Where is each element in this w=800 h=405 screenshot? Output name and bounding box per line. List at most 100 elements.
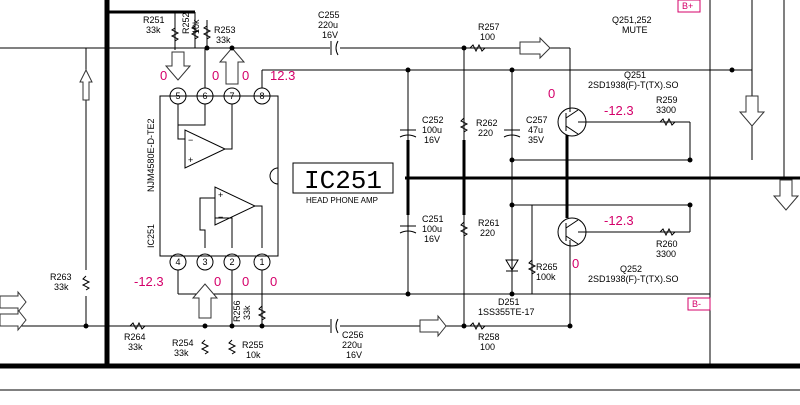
opamp-b-symbol [214,186,257,226]
c252-ref: C252 [422,115,444,125]
c255-ref: C255 [318,10,340,20]
r259-value: 3300 [656,105,676,115]
arrow-down-pin5 [164,51,192,81]
c251-ref: C251 [422,214,444,224]
ic-part-number: NJM4580E-D-TE2 [146,118,156,192]
r257-ref: R257 [478,22,500,32]
q252-symbol [557,217,587,247]
r260-symbol [659,227,676,237]
r254-value: 33k [174,348,189,358]
r265-ref: R265 [536,262,558,272]
r251-value: 33k [146,25,161,35]
arrow-up-pin7 [218,47,246,85]
opamp-b-minus: − [218,212,223,222]
voltage-pin7: 0 [242,68,249,83]
arrow-up-pin3 [191,283,219,319]
pin-4-label: 4 [175,257,180,267]
c256-value: 220u [342,340,362,350]
r251-ref: R251 [143,15,165,25]
r252-ref: R252 [181,12,191,34]
q251-ref: Q251 [624,70,646,80]
pin-3-label: 3 [202,257,207,267]
arrow-up-left [79,68,93,101]
arrow-left-2 [0,308,27,332]
wire-pin5 [177,104,185,140]
r260-value: 3300 [656,249,676,259]
b-minus-tag: B- [692,299,701,309]
c251-voltage: 16V [424,234,440,244]
opamp-b-plus: + [218,190,223,200]
r263-symbol [81,275,91,291]
r256-symbol [257,305,267,321]
ic251-notch [269,167,279,185]
voltage-q252-emitter: 0 [572,256,579,271]
r261-symbol [459,221,469,237]
c257-value: 47u [528,125,543,135]
r264-symbol [129,321,146,331]
ic251-function-label: HEAD PHONE AMP [306,196,378,205]
opamp-a-minus: − [188,135,193,145]
c256-voltage: 16V [346,350,362,360]
opamp-a-symbol [184,129,227,169]
voltage-pin3: 0 [214,274,221,289]
c255-voltage: 16V [322,30,338,40]
c257-voltage: 35V [528,135,544,145]
component-labels: R251 33k R252 10k R253 33k C255 220u 16V… [50,10,679,360]
r259-symbol [659,117,676,127]
r257-value: 100 [480,32,495,42]
d251-symbol [505,259,519,271]
c256-plate-b [335,318,339,334]
q252-part: 2SD1938(F)-T(TX).SO [588,274,679,284]
voltage-pin5: 0 [160,68,167,83]
q251-part: 2SD1938(F)-T(TX).SO [588,80,679,90]
r264-value: 33k [128,342,143,352]
c255-value: 220u [318,20,338,30]
q-mute-ref: Q251,252 [612,15,652,25]
arrow-bottom-right [419,314,447,338]
pin-7-label: 7 [229,91,234,101]
c257-plate-b [503,134,521,138]
b-minus-tag-box [687,297,711,311]
arrow-top-right [519,36,551,60]
r255-value: 10k [246,350,261,360]
c256-ref: C256 [342,330,364,340]
q-mute-function: MUTE [622,25,648,35]
r256-value: 33k [242,305,252,320]
c252-value: 100u [422,125,442,135]
voltage-pin8: 12.3 [270,68,295,83]
r261-ref: R261 [478,218,500,228]
b-plus-tag-box [677,0,701,13]
voltage-pin4: -12.3 [134,274,164,289]
c255-plate-b [335,40,339,56]
q252-ref: Q252 [620,264,642,274]
capacitors [330,40,521,334]
voltage-pin1: 0 [270,274,277,289]
r252-value: 10k [191,19,201,34]
wire-pin7 [225,104,233,150]
c252-plate-b [399,134,417,138]
r254-symbol [200,339,210,355]
r263-value: 33k [54,282,69,292]
junction-dots [83,45,735,329]
wire-pin3 [199,197,215,248]
arrow-down-right-2 [772,179,800,211]
r259-ref: R259 [656,95,678,105]
ic251-label-box [292,162,394,194]
voltage-pin2: 0 [242,274,249,289]
b-plus-tag: B+ [682,1,693,11]
r263-ref: R263 [50,272,72,282]
wire-pin6 [178,104,206,126]
r258-value: 100 [480,342,495,352]
ic251-body [159,95,279,257]
voltage-q252-base: -12.3 [604,213,634,228]
r264-ref: R264 [124,332,146,342]
pin-1-label: 1 [259,257,264,267]
r257-symbol [469,43,486,53]
r253-ref: R253 [214,25,236,35]
voltage-pin6: 0 [212,68,219,83]
r254-ref: R254 [172,338,194,348]
voltage-q251-emitter: 0 [548,86,555,101]
opamp-a-plus: + [188,155,193,165]
ic-pins-bottom: 4 3 2 1 [169,253,271,271]
c251-plate-b [399,230,417,234]
